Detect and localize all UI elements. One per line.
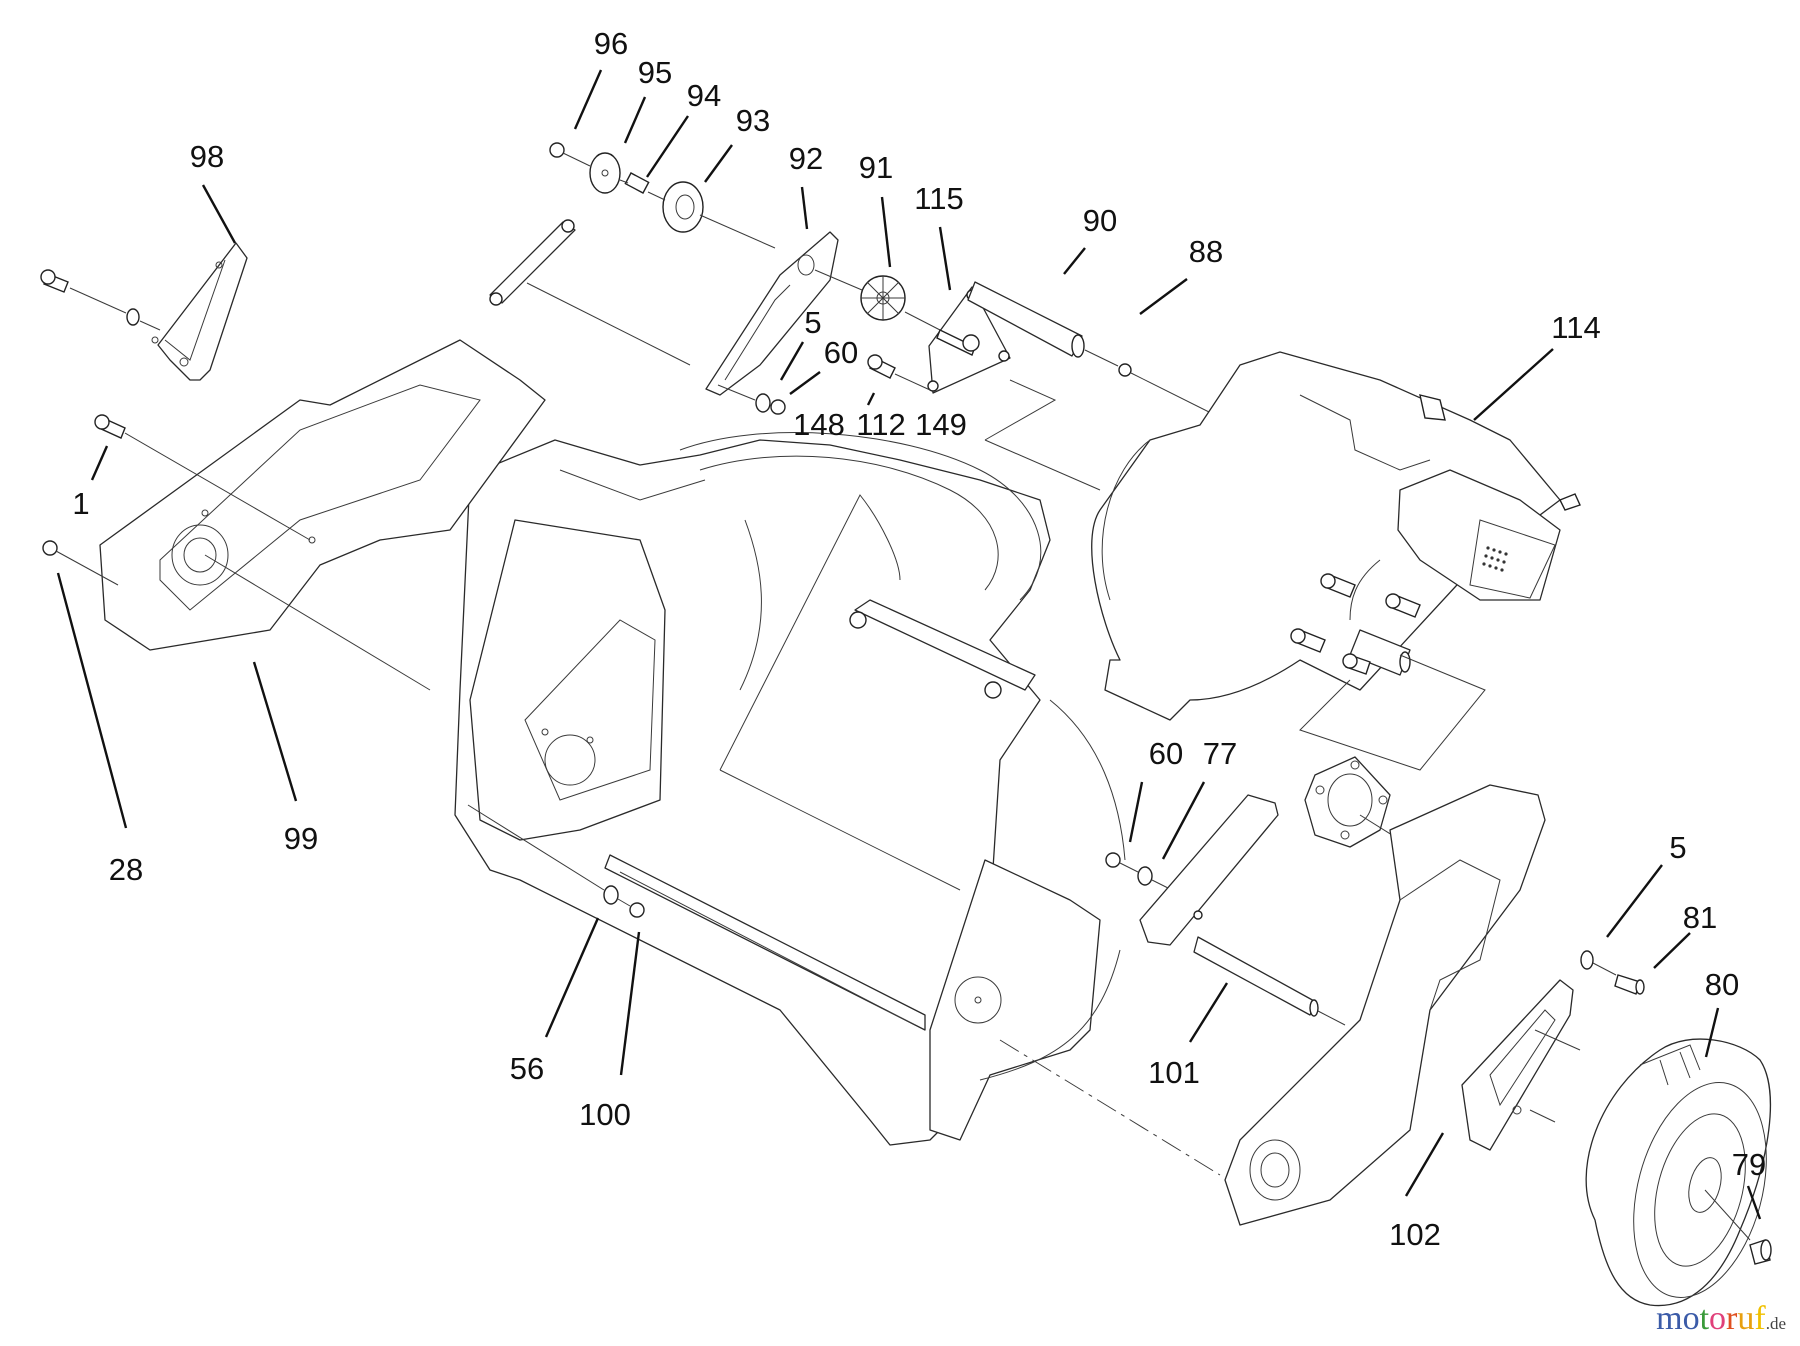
hardware-5-60-upper xyxy=(717,384,786,415)
callout-94: 94 xyxy=(687,78,721,113)
hardware-5-81 xyxy=(1580,950,1645,995)
callout-114: 114 xyxy=(1551,310,1600,345)
callout-5-lower: 5 xyxy=(1669,830,1686,865)
wm-letter: o xyxy=(1682,1300,1700,1337)
callout-5-upper: 5 xyxy=(804,305,821,340)
part-112-bolt xyxy=(867,354,931,391)
hardware-60-77-lower xyxy=(1105,852,1169,889)
assembly-bracket-line xyxy=(984,379,1057,441)
callout-149: 149 xyxy=(915,407,967,442)
engine-bolts xyxy=(1290,573,1421,675)
bearing-flange xyxy=(1304,756,1401,848)
left-bolts xyxy=(40,269,431,691)
leader-lines xyxy=(56,69,1762,1220)
part-115-plate xyxy=(904,286,1011,394)
callout-98: 98 xyxy=(190,139,224,174)
callout-99: 99 xyxy=(284,821,318,856)
part-98-bracket xyxy=(151,242,248,381)
label-plate-dots xyxy=(1482,546,1508,572)
callout-112: 112 xyxy=(856,407,905,442)
callout-60-lower: 60 xyxy=(1149,736,1183,771)
callout-92: 92 xyxy=(789,141,823,176)
shaft-pin xyxy=(489,219,691,366)
watermark-logo: motoruf.de xyxy=(1656,1300,1786,1338)
auger-housing xyxy=(454,432,1126,1146)
wm-letter: u xyxy=(1737,1300,1755,1337)
callout-1: 1 xyxy=(72,486,89,521)
wm-letter: f xyxy=(1754,1300,1766,1337)
callout-93: 93 xyxy=(736,103,770,138)
hardware-56-100 xyxy=(467,804,645,918)
wm-letter: r xyxy=(1726,1300,1738,1337)
callout-60-upper: 60 xyxy=(824,335,858,370)
part-101-rod xyxy=(1193,936,1346,1026)
part-77-bracket xyxy=(1139,794,1279,946)
part-79-cap xyxy=(1749,1239,1772,1265)
callout-56: 56 xyxy=(510,1051,544,1086)
wm-letter: m xyxy=(1656,1300,1683,1337)
callout-79: 79 xyxy=(1732,1147,1766,1182)
callout-88: 88 xyxy=(1189,234,1223,269)
part-102-side-plate xyxy=(999,784,1546,1226)
wm-tld: .de xyxy=(1765,1314,1786,1333)
callout-90: 90 xyxy=(1083,203,1117,238)
callout-95: 95 xyxy=(638,55,672,90)
part-80-wheel xyxy=(1585,1038,1772,1307)
callout-115: 115 xyxy=(914,181,963,216)
callout-96: 96 xyxy=(594,26,628,61)
callout-102: 102 xyxy=(1389,1217,1441,1252)
callout-100: 100 xyxy=(579,1097,631,1132)
callout-81: 81 xyxy=(1683,900,1717,935)
part-91-gear xyxy=(860,275,906,321)
assembly-guide-line xyxy=(984,439,1101,491)
part-114-engine xyxy=(1091,351,1581,771)
part-92-arm xyxy=(705,231,863,396)
callout-28: 28 xyxy=(109,852,143,887)
upper-pulley-stack xyxy=(549,142,776,249)
callout-101: 101 xyxy=(1148,1055,1200,1090)
wm-letter: t xyxy=(1699,1300,1710,1337)
callout-80: 80 xyxy=(1705,967,1739,1002)
wm-letter: o xyxy=(1709,1300,1727,1337)
part-90-tube xyxy=(967,281,1236,426)
callout-91: 91 xyxy=(859,150,893,185)
belt-cover-102 xyxy=(1461,979,1581,1151)
callout-77: 77 xyxy=(1203,736,1237,771)
callout-labels: 96 95 94 93 92 91 115 90 88 114 98 1 28 … xyxy=(72,26,1766,1252)
callout-148: 148 xyxy=(793,407,845,442)
part-99-plate xyxy=(99,339,546,651)
